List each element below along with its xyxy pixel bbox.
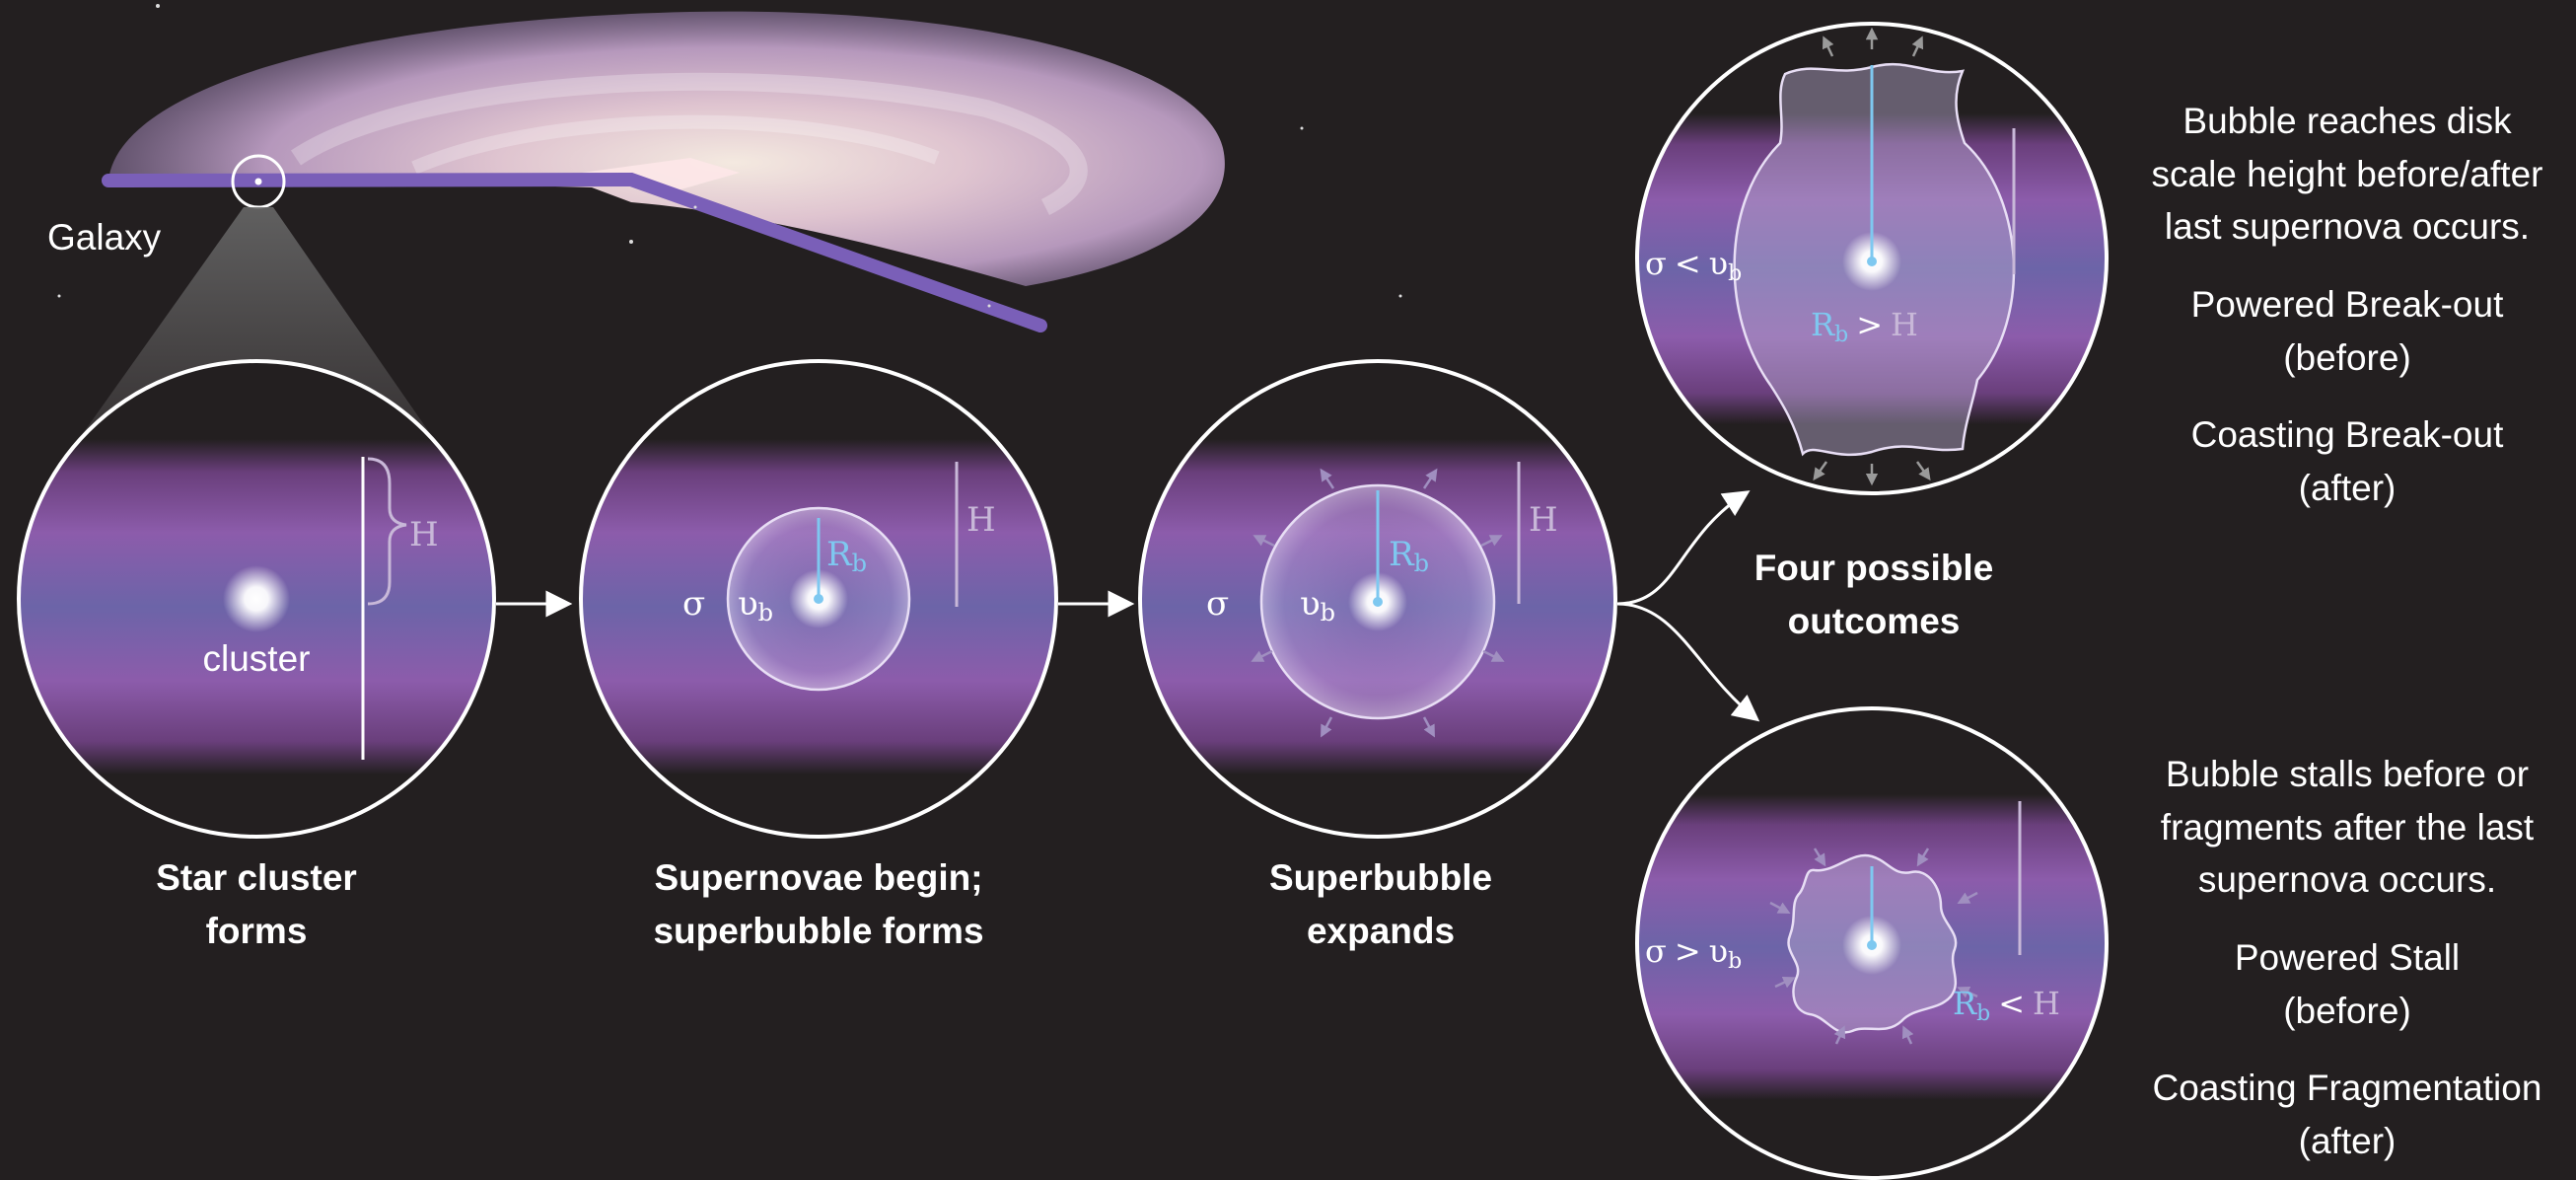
stall-condition: σ>υb	[1645, 932, 1742, 974]
h-label-stage1: H	[409, 515, 439, 554]
breakout-radius-relation: Rb>H	[1811, 306, 1918, 347]
sigma-stage3: σ	[1206, 584, 1229, 624]
stage2-title: Supernovae begin;superbubble forms	[621, 851, 1016, 957]
breakout-condition: σ<υb	[1645, 245, 1742, 286]
galaxy-label: Galaxy	[47, 211, 161, 264]
stall-option-coasting: Coasting Fragmentation(after)	[2120, 1062, 2574, 1167]
stage3-circle	[1114, 361, 1667, 837]
cluster-label: cluster	[187, 632, 325, 686]
h-label-stage2: H	[966, 500, 996, 540]
stage2-circle	[552, 361, 1105, 837]
breakout-option-coasting: Coasting Break-out(after)	[2120, 408, 2574, 514]
breakout-option-powered: Powered Break-out(before)	[2120, 278, 2574, 384]
stall-circle	[1627, 708, 2120, 1178]
sigma-stage2: σ	[682, 584, 705, 624]
stage1-circle	[0, 361, 552, 837]
h-label-stage3: H	[1529, 500, 1558, 540]
stall-option-powered: Powered Stall(before)	[2120, 931, 2574, 1037]
breakout-circle	[1627, 24, 2120, 493]
cluster-star	[223, 565, 290, 632]
stall-radius-relation: Rb<H	[1953, 985, 2060, 1026]
